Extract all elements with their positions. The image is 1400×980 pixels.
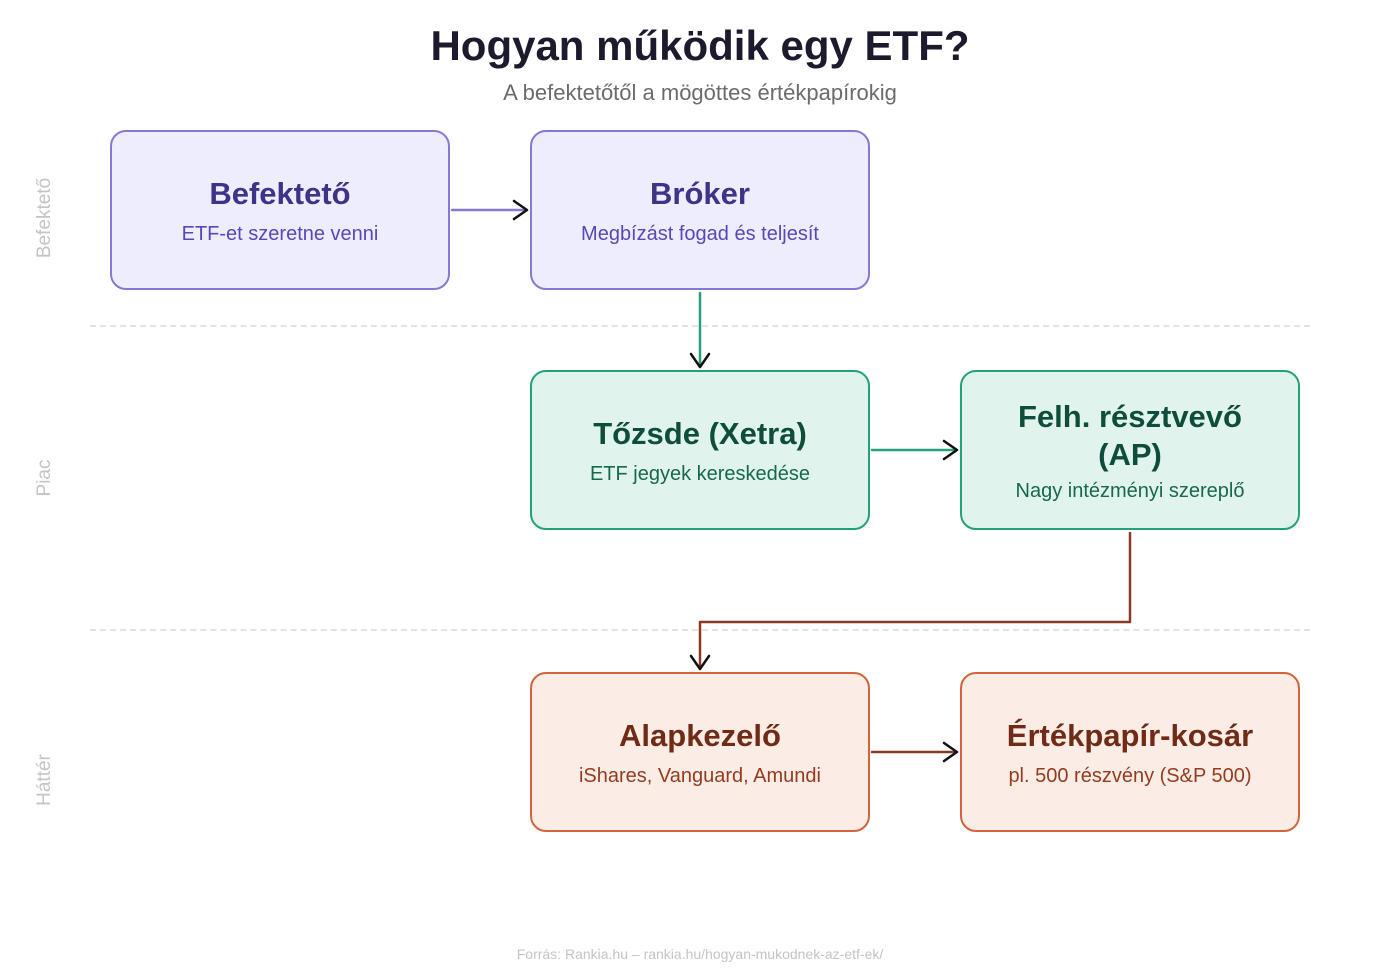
diagram-title: Hogyan működik egy ETF? [430,22,970,69]
arrow-ap-to-fund-manager [698,531,1132,670]
arrowhead [512,199,529,221]
node-securities-basket: Értékpapír-kosár pl. 500 részvény (S&P 5… [960,672,1300,832]
node-subtitle: iShares, Vanguard, Amundi [578,764,821,787]
diagram-subtitle: A befektetőtől a mögöttes értékpapírokig [503,80,897,105]
node-fund-manager: Alapkezelő iShares, Vanguard, Amundi [530,672,870,832]
arrowhead [689,352,711,369]
node-title: Alapkezelő [619,717,781,753]
node-subtitle: Megbízást fogad és teljesít [581,222,819,245]
arrowhead [942,439,959,461]
node-title: Felh. résztvevő (AP) [1018,398,1242,472]
arrowhead [689,654,711,671]
node-subtitle: pl. 500 részvény (S&P 500) [1008,764,1252,787]
node-title: Értékpapír-kosár [1006,717,1254,753]
node-investor: Befektető ETF-et szeretne venni [110,130,450,290]
node-authorized-participant: Felh. résztvevő (AP) Nagy intézményi sze… [960,370,1300,530]
node-title: Bróker [650,175,750,211]
node-exchange: Tőzsde (Xetra) ETF jegyek kereskedése [530,370,870,530]
arrowhead [942,741,959,763]
source-footer: Forrás: Rankia.hu – rankia.hu/hogyan-muk… [516,946,884,962]
node-broker: Bróker Megbízást fogad és teljesít [530,130,870,290]
node-title: Tőzsde (Xetra) [593,415,807,451]
node-title: Befektető [209,175,351,211]
node-subtitle: ETF-et szeretne venni [181,222,379,245]
node-subtitle: Nagy intézményi szereplő [1015,479,1245,502]
node-subtitle: ETF jegyek kereskedése [589,462,811,485]
